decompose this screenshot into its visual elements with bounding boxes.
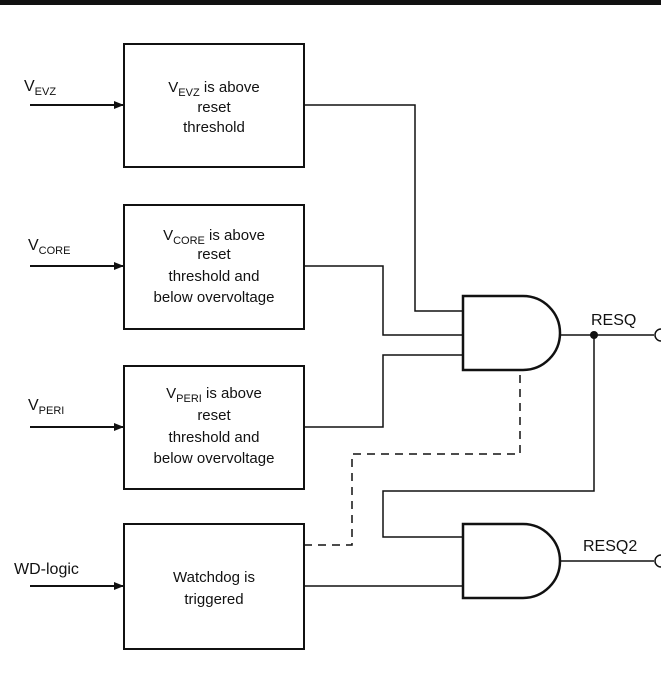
block-vcore: VCORE is above reset threshold and below… [123, 204, 305, 330]
wire-watchdog-dashed [304, 371, 521, 546]
block-vevz: VEVZ is above reset threshold [123, 43, 305, 168]
input-label-wd-logic: WD-logic [14, 561, 79, 578]
output-bubble-resq [654, 328, 661, 342]
wire-vevz-to-gate [304, 104, 463, 312]
block-vevz-line2: reset [197, 99, 231, 116]
output-label-resq: RESQ [591, 312, 636, 329]
input-label-vperi: VPERI [28, 397, 64, 417]
block-vcore-line1: VCORE is above [163, 227, 265, 247]
block-vperi-line4: below overvoltage [154, 450, 275, 467]
wire-resq-to-gate2 [382, 335, 595, 538]
block-vcore-line4: below overvoltage [154, 289, 275, 306]
block-watchdog: Watchdog is triggered [123, 523, 305, 650]
block-watchdog-line2: triggered [184, 591, 243, 608]
input-label-vevz: VEVZ [24, 78, 56, 98]
block-vperi-line3: threshold and [169, 429, 260, 446]
block-vcore-line2: reset [197, 246, 231, 263]
wire-vperi-to-gate [304, 354, 463, 428]
block-vevz-line3: threshold [183, 119, 245, 136]
top-rule [0, 0, 661, 5]
block-vperi-box [123, 365, 305, 490]
and-gate-resq2 [461, 522, 562, 600]
block-vperi: VPERI is above reset threshold and below… [123, 365, 305, 490]
block-watchdog-line1: Watchdog is [173, 569, 255, 586]
block-watchdog-box [123, 523, 305, 650]
and-gate-resq [461, 294, 562, 372]
output-bubble-resq2 [654, 554, 661, 568]
block-vcore-box [123, 204, 305, 330]
block-vperi-line2: reset [197, 407, 231, 424]
input-label-vcore: VCORE [28, 237, 70, 257]
block-vcore-line3: threshold and [169, 268, 260, 285]
block-vevz-box [123, 43, 305, 168]
output-label-resq2: RESQ2 [583, 538, 637, 555]
block-vevz-line1: VEVZ is above [168, 79, 259, 99]
wire-vcore-to-gate [304, 265, 463, 336]
block-vperi-line1: VPERI is above [166, 385, 262, 405]
